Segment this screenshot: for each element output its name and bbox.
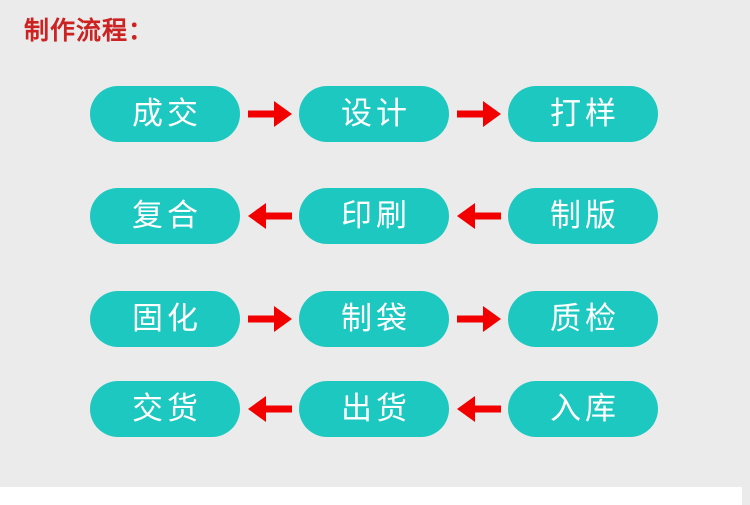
flow-row: 复合 印刷 制版 [90, 188, 658, 244]
page-title: 制作流程： [24, 16, 155, 45]
flow-node[interactable]: 复合 [90, 188, 240, 244]
flow-node-label: 出货 [341, 390, 411, 427]
flow-node-label: 质检 [550, 300, 620, 337]
arrow-left-icon [451, 188, 507, 244]
flow-node[interactable]: 成交 [90, 86, 240, 142]
arrow-left-icon [451, 381, 507, 437]
arrow-right-icon [242, 86, 298, 142]
flow-node-label: 制袋 [341, 300, 411, 337]
flow-node[interactable]: 固化 [90, 291, 240, 347]
arrow-right-icon [242, 291, 298, 347]
flow-node[interactable]: 入库 [508, 381, 658, 437]
arrow-left-icon [242, 381, 298, 437]
flow-node-label: 复合 [132, 197, 202, 234]
flow-row: 成交 设计 打样 [90, 86, 658, 142]
flow-node-label: 入库 [550, 390, 620, 427]
flow-row: 固化 制袋 质检 [90, 291, 658, 347]
flow-node-label: 固化 [132, 300, 202, 337]
flow-node[interactable]: 出货 [299, 381, 449, 437]
flow-node[interactable]: 质检 [508, 291, 658, 347]
flow-node[interactable]: 制袋 [299, 291, 449, 347]
flow-node[interactable]: 制版 [508, 188, 658, 244]
flow-node-label: 印刷 [341, 197, 411, 234]
flow-node-label: 制版 [550, 197, 620, 234]
flow-node[interactable]: 印刷 [299, 188, 449, 244]
arrow-right-icon [451, 291, 507, 347]
arrow-right-icon [451, 86, 507, 142]
flow-rows-container: 成交 设计 打样 复合 [90, 86, 658, 437]
arrow-left-icon [242, 188, 298, 244]
flow-node[interactable]: 设计 [299, 86, 449, 142]
flow-node-label: 成交 [132, 95, 202, 132]
flow-node-label: 交货 [132, 390, 202, 427]
flow-node[interactable]: 打样 [508, 86, 658, 142]
flow-node[interactable]: 交货 [90, 381, 240, 437]
panel-edge-strip [742, 487, 750, 505]
flow-row: 交货 出货 入库 [90, 381, 658, 437]
flow-node-label: 打样 [550, 95, 620, 132]
flow-node-label: 设计 [341, 95, 411, 132]
